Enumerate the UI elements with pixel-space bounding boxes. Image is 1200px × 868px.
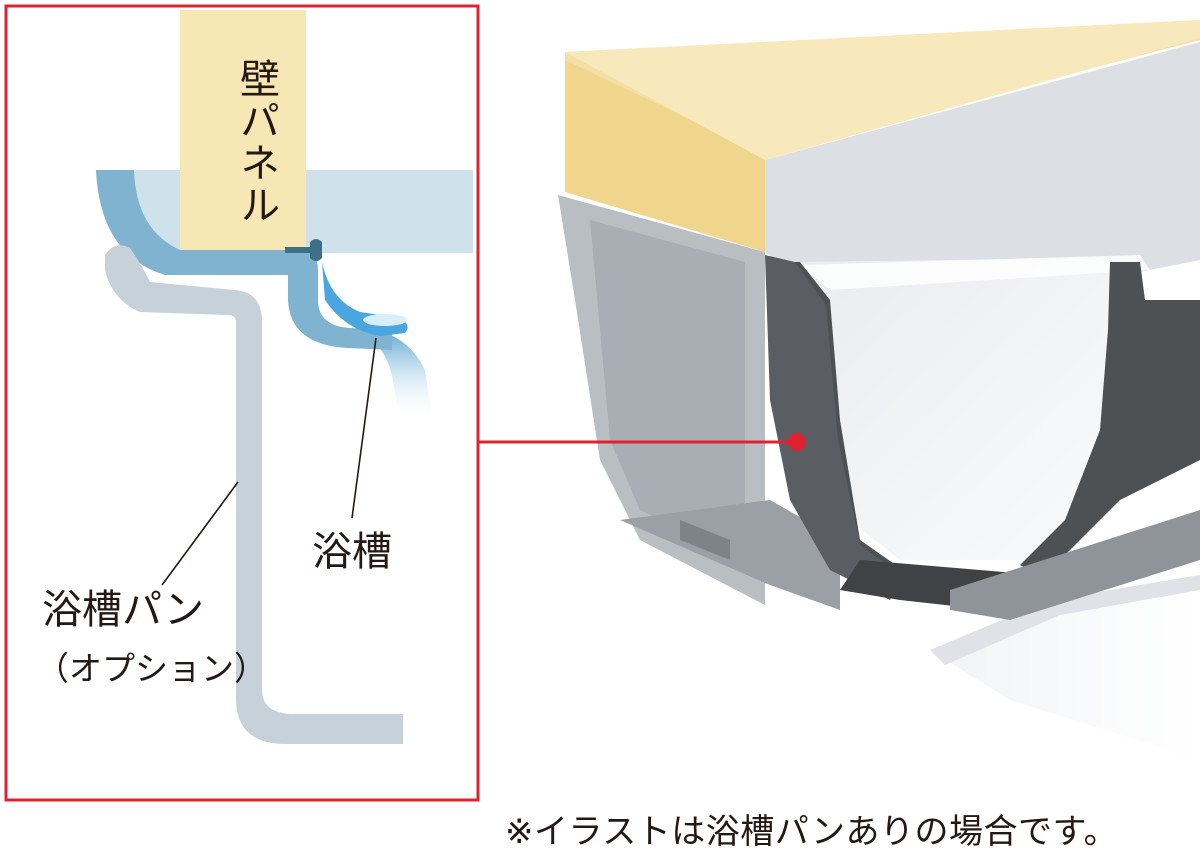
wall-panel-lid [565, 20, 1200, 160]
water-runoff [372, 330, 433, 422]
tub-section-dark [765, 255, 905, 600]
tub-interior [790, 258, 1110, 560]
detail-frame [4, 4, 480, 802]
detail-section [96, 10, 473, 744]
bathtub-label: 浴槽 [312, 529, 392, 575]
option-label: （オプション） [36, 649, 267, 688]
wall-panel-front [565, 60, 765, 252]
bathtub-pan-label: 浴槽パン [42, 587, 204, 633]
bathtub-illustration [558, 20, 1200, 760]
pointer-bathtub [351, 337, 377, 519]
illustration-note: ※イラストは浴槽パンありの場合です。 [505, 812, 1119, 852]
lower-frame-slot [680, 520, 730, 560]
tub-rim-highlight [800, 255, 1150, 290]
tub-section-right [1020, 262, 1200, 575]
lower-frame-right [950, 510, 1200, 620]
tub-back-wall [765, 42, 1200, 300]
wall-panel-label: 壁パネル [233, 58, 279, 226]
fastener [285, 239, 322, 261]
leader-dot [788, 433, 806, 451]
bathtub-rim [96, 170, 392, 350]
floor-plate [930, 575, 1200, 760]
bathtub-pan [105, 245, 403, 744]
floor-edge [930, 575, 1200, 665]
water-highlight [363, 314, 407, 326]
pan-casing-face [590, 220, 745, 560]
pointer-pan [161, 481, 239, 586]
wall-panel [180, 10, 306, 250]
